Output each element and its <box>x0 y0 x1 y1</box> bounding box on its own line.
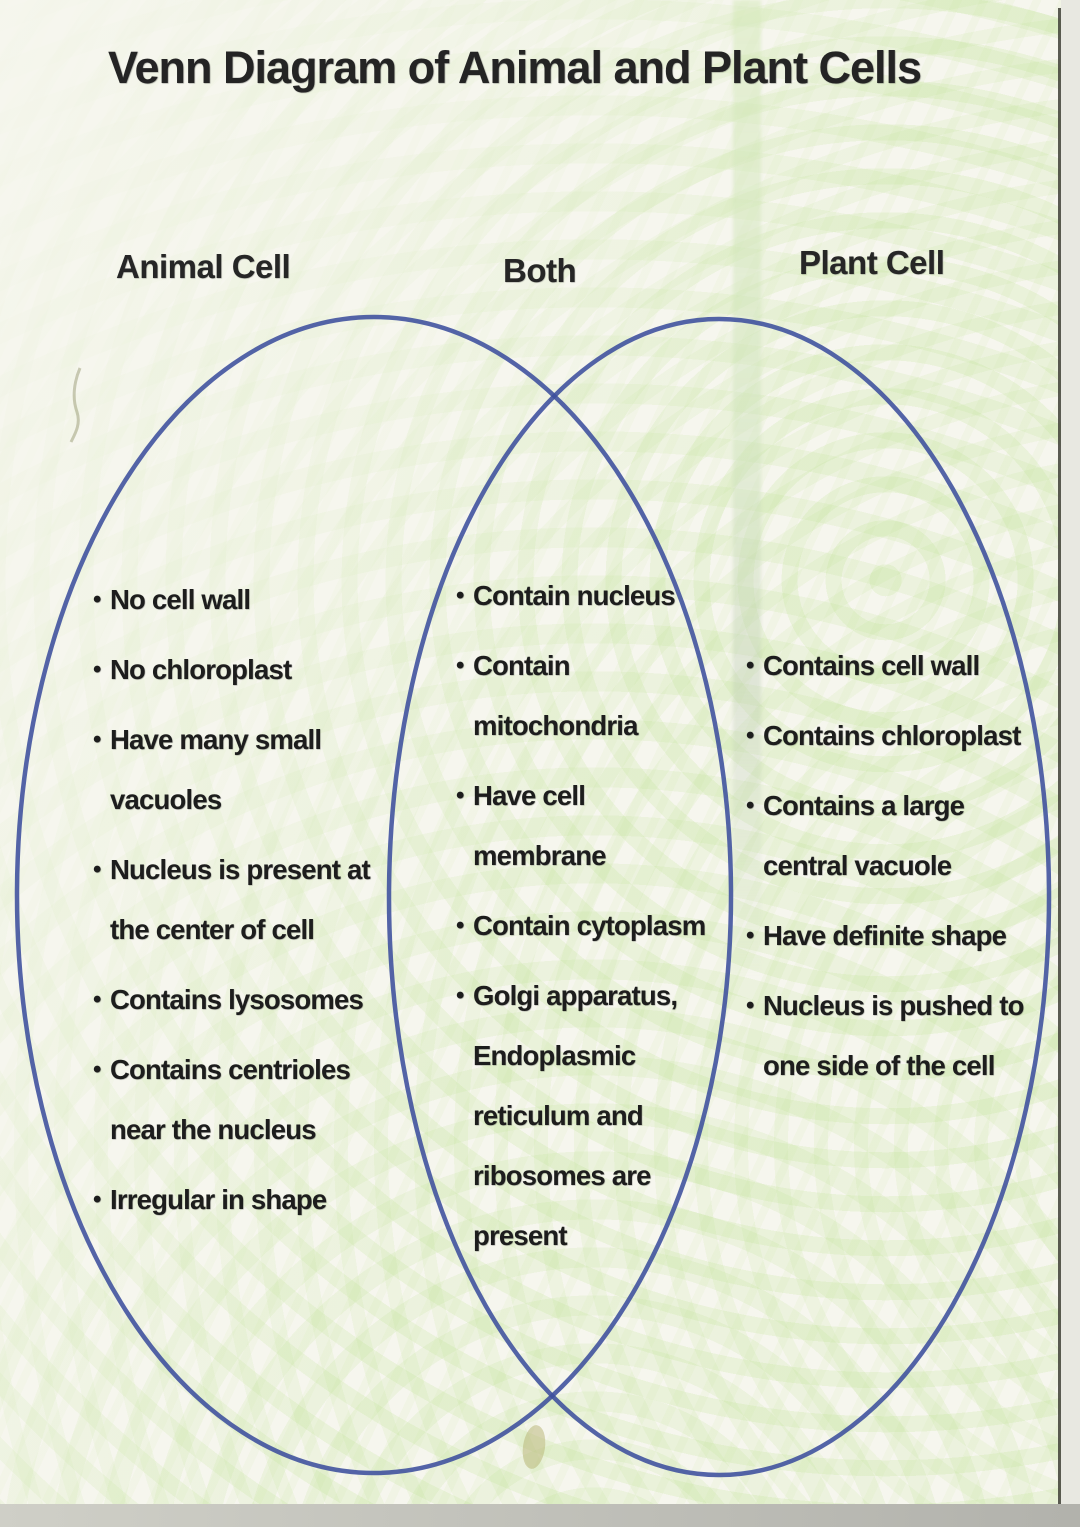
bullet-icon: • <box>93 1056 101 1083</box>
item-text: Golgi apparatus, Endoplasmic reticulum a… <box>473 980 678 1251</box>
list-item: • Have cell membrane <box>456 766 756 886</box>
animal-cell-list: • No cell wall • No chloroplast • Have m… <box>93 570 413 1240</box>
bullet-icon: • <box>746 922 754 949</box>
pen-squiggle-mark <box>69 367 82 443</box>
item-text: Have cell membrane <box>473 780 606 871</box>
list-item: • Contains centrioles near the nucleus <box>93 1040 413 1160</box>
list-item: • No chloroplast <box>93 640 413 700</box>
header-plant-cell: Plant Cell <box>799 244 945 281</box>
list-item: • Contain mitochondria <box>456 636 756 756</box>
item-text: Have definite shape <box>763 920 1007 951</box>
plant-cell-list: • Contains cell wall • Contains chloropl… <box>746 636 1056 1106</box>
bullet-icon: • <box>93 986 101 1013</box>
item-text: No chloroplast <box>110 654 292 685</box>
bullet-icon: • <box>456 912 464 939</box>
item-text: Nucleus is pushed to one side of the cel… <box>763 990 1024 1081</box>
item-text: Contains lysosomes <box>110 984 364 1015</box>
item-text: Contain mitochondria <box>473 650 638 741</box>
page-title: Venn Diagram of Animal and Plant Cells <box>108 42 922 93</box>
bullet-icon: • <box>93 586 101 613</box>
item-text: Contains centrioles near the nucleus <box>110 1054 351 1145</box>
list-item: • Contains a large central vacuole <box>746 776 1056 896</box>
bullet-icon: • <box>456 782 464 809</box>
list-item: • Contain nucleus <box>456 566 756 626</box>
bullet-icon: • <box>746 722 754 749</box>
both-list: • Contain nucleus • Contain mitochondria… <box>456 566 756 1276</box>
list-item: • Contains chloroplast <box>746 706 1056 766</box>
header-both: Both <box>503 252 577 289</box>
bullet-icon: • <box>93 1186 101 1213</box>
list-item: • Contains lysosomes <box>93 970 413 1030</box>
item-text: Irregular in shape <box>110 1184 327 1215</box>
bullet-icon: • <box>456 652 464 679</box>
item-text: Have many small vacuoles <box>110 724 322 815</box>
bullet-icon: • <box>93 656 101 683</box>
bullet-icon: • <box>456 582 464 609</box>
list-item: • Contain cytoplasm <box>456 896 756 956</box>
bullet-icon: • <box>746 652 754 679</box>
bullet-icon: • <box>93 856 101 883</box>
header-animal-cell: Animal Cell <box>116 248 291 285</box>
list-item: • Nucleus is present at the center of ce… <box>93 840 413 960</box>
list-item: • Nucleus is pushed to one side of the c… <box>746 976 1056 1096</box>
bullet-icon: • <box>746 992 754 1019</box>
item-text: Nucleus is present at the center of cell <box>110 854 371 945</box>
list-item: • No cell wall <box>93 570 413 630</box>
list-item: • Irregular in shape <box>93 1170 413 1230</box>
scan-right-margin <box>1061 0 1080 1527</box>
bullet-icon: • <box>746 792 754 819</box>
list-item: • Golgi apparatus, Endoplasmic reticulum… <box>456 966 756 1266</box>
smudge-mark <box>522 1425 546 1469</box>
item-text: No cell wall <box>110 584 251 615</box>
bullet-icon: • <box>93 726 101 753</box>
item-text: Contain cytoplasm <box>473 910 706 941</box>
list-item: • Have definite shape <box>746 906 1056 966</box>
item-text: Contains a large central vacuole <box>763 790 965 881</box>
page-right-edge-line <box>1058 8 1061 1508</box>
list-item: • Contains cell wall <box>746 636 1056 696</box>
list-item: • Have many small vacuoles <box>93 710 413 830</box>
scan-bottom-edge <box>0 1504 1080 1527</box>
item-text: Contain nucleus <box>473 580 676 611</box>
bullet-icon: • <box>456 982 464 1009</box>
item-text: Contains chloroplast <box>763 720 1021 751</box>
item-text: Contains cell wall <box>763 650 980 681</box>
